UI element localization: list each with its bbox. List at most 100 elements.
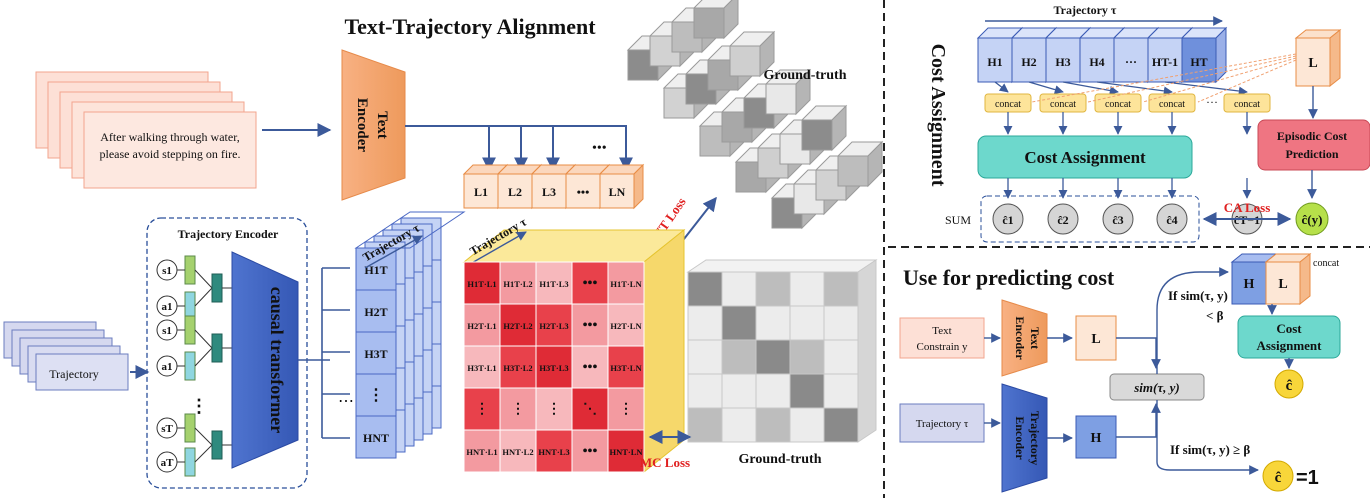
svg-text:•••: •••	[592, 141, 607, 156]
svg-text:H: H	[1091, 431, 1102, 446]
ground-truth-bottom-grid	[686, 259, 878, 443]
text-token-3: L3	[542, 185, 556, 199]
hidden-1: H1T	[364, 263, 387, 277]
predict-trajectory-box: Trajectory τ	[899, 403, 985, 443]
sim-cell-4-5: ⋮	[619, 402, 633, 417]
ground-truth-top-cubes	[626, 0, 884, 230]
text-token-1: L1	[474, 185, 488, 199]
svg-text:ĉ(y): ĉ(y)	[1302, 212, 1323, 227]
svg-text:Constrain y: Constrain y	[916, 341, 968, 353]
cond-lt-line-2: < β	[1206, 308, 1224, 323]
episodic-output: ĉ(y)	[1295, 202, 1329, 236]
sim-cell-1-2: H1T·L2	[503, 279, 532, 289]
ca-cost-2: ĉ2	[1057, 213, 1068, 227]
svg-text:Prediction: Prediction	[1285, 147, 1338, 161]
sim-cell-3-5: H3T·LN	[610, 363, 642, 373]
ground-truth-top-label: Ground-truth	[764, 68, 847, 83]
svg-text:Trajectory τ: Trajectory τ	[916, 418, 969, 430]
ca-h-token-6: HT-1	[1152, 55, 1178, 69]
sim-cell-3-4: •••	[583, 360, 598, 375]
sim-cell-3-2: H3T·L2	[503, 363, 532, 373]
svg-text:L: L	[1091, 332, 1100, 347]
svg-text:causal transformer: causal transformer	[267, 287, 287, 433]
ca-trajectory-label: Trajectory τ	[1054, 3, 1117, 17]
predict-cost-module: Cost Assignment	[1237, 315, 1341, 359]
ca-h-token-7: HT	[1190, 55, 1207, 69]
sim-cell-2-4: •••	[583, 318, 598, 333]
ca-concat-gap: ···	[1206, 95, 1218, 109]
sim-cell-4-2: ⋮	[511, 402, 525, 417]
svg-text:L: L	[1308, 56, 1317, 71]
text-token-4: •••	[577, 185, 590, 199]
ca-l-token: L	[1294, 28, 1342, 88]
sim-cell-5-5: HNT·LN	[609, 447, 643, 457]
hidden-3: H3T	[364, 347, 387, 361]
text-token-2: L2	[508, 185, 522, 199]
sim-cell-3-3: H3T·L3	[539, 363, 568, 373]
hidden-5: HNT	[363, 431, 389, 445]
alignment-title: Text-Trajectory Alignment	[344, 14, 596, 39]
ca-h-token-4: H4	[1089, 55, 1104, 69]
sim-cell-3-1: H3T·L1	[467, 363, 496, 373]
svg-text:Text: Text	[932, 325, 951, 337]
predicting-title: Use for predicting cost	[903, 265, 1115, 290]
text-description-stack: After walking through water, please avoi…	[35, 71, 257, 189]
ca-concat-5: concat	[1234, 99, 1260, 110]
text-description-line-2: please avoid stepping on fire.	[100, 147, 241, 161]
svg-text:=1: =1	[1296, 467, 1319, 489]
predict-trajectory-encoder: Trajectory Encoder	[1001, 383, 1048, 493]
ca-sum-box	[980, 195, 1200, 243]
ca-h-token-5: ···	[1125, 55, 1137, 69]
svg-text:Encoder: Encoder	[1013, 316, 1027, 360]
text-description-line-1: After walking through water,	[100, 130, 239, 144]
mc-loss-label: MC Loss	[640, 455, 690, 470]
svg-text:ĉ: ĉ	[1286, 378, 1293, 394]
sim-cell-2-3: H2T·L3	[539, 321, 568, 331]
svg-text:Text: Text	[1028, 327, 1042, 349]
token-a1: a1	[162, 301, 173, 313]
sim-cell-1-1: H1T·L1	[467, 279, 496, 289]
sim-cell-2-5: H2T·LN	[610, 321, 642, 331]
sim-cell-4-1: ⋮	[475, 402, 489, 417]
trajectory-encoder-box: Trajectory Encoder	[146, 217, 308, 489]
sim-cell-1-5: H1T·LN	[610, 279, 642, 289]
svg-text:concat: concat	[1313, 258, 1339, 269]
predict-h-token: H	[1075, 415, 1117, 459]
ca-h-token-3: H3	[1055, 55, 1070, 69]
token-aT: aT	[161, 457, 175, 469]
svg-text:Encoder: Encoder	[1013, 416, 1027, 460]
svg-text:L: L	[1278, 277, 1287, 292]
sim-cell-2-1: H2T·L1	[467, 321, 496, 331]
svg-text:Text: Text	[374, 111, 390, 139]
svg-text:H: H	[1244, 277, 1255, 292]
svg-text:ĉ: ĉ	[1275, 470, 1282, 486]
token-s1: s1	[162, 265, 172, 277]
sim-cell-1-4: •••	[583, 276, 598, 291]
svg-text:Assignment: Assignment	[1256, 338, 1322, 353]
predict-output-c: ĉ	[1274, 369, 1304, 399]
trajectory-encoder-label: Trajectory Encoder	[178, 227, 279, 241]
ca-concat-3: concat	[1105, 99, 1131, 110]
svg-text:⋯: ⋯	[338, 393, 354, 410]
predict-text-encoder: Text Encoder	[1001, 299, 1048, 377]
svg-text:Cost Assignment: Cost Assignment	[1024, 148, 1146, 167]
svg-text:Episodic Cost: Episodic Cost	[1277, 129, 1347, 143]
ground-truth-bottom-label: Ground-truth	[739, 452, 822, 467]
svg-text:Encoder: Encoder	[354, 98, 370, 153]
ca-cost-1: ĉ1	[1002, 213, 1013, 227]
svg-text:Trajectory: Trajectory	[49, 367, 99, 381]
sim-cell-5-4: •••	[583, 444, 598, 459]
hidden-4: ⋮	[368, 387, 384, 404]
sim-cell-4-3: ⋮	[547, 402, 561, 417]
token-sT: sT	[161, 423, 173, 435]
text-constraint-box: Text Constrain y	[899, 317, 985, 359]
concat-hl: H L concat	[1230, 252, 1339, 306]
sim-cell-5-3: HNT·L3	[538, 447, 569, 457]
